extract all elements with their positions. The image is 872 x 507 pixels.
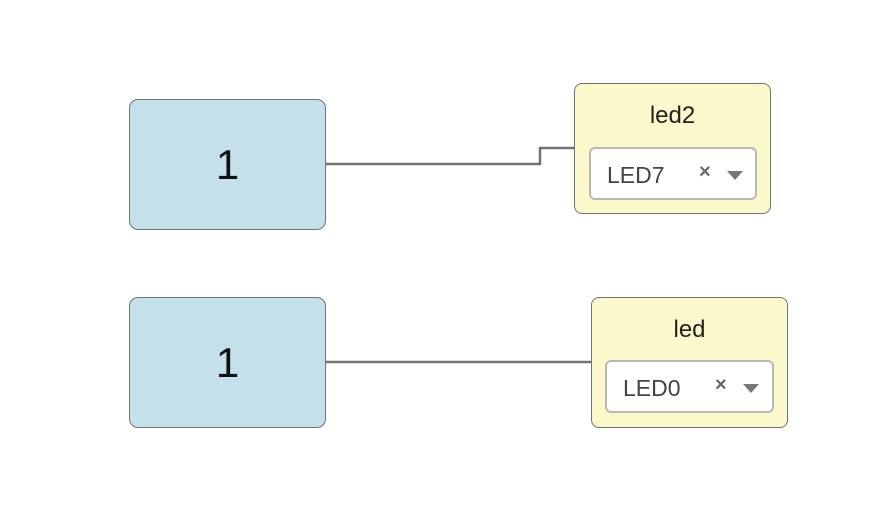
source-value-2: 1 (215, 338, 240, 386)
sink-block-led[interactable]: led LED0 × (591, 297, 788, 428)
led-select-value-2: LED0 (623, 375, 681, 401)
connection-wire-1 (325, 146, 575, 166)
sink-title-led: led (673, 316, 706, 343)
source-value-1: 1 (215, 140, 240, 188)
led-select-dropdown-2[interactable]: LED0 × (605, 360, 774, 413)
sink-title-led2: led2 (649, 102, 696, 129)
close-icon[interactable]: × (699, 161, 711, 183)
close-icon[interactable]: × (715, 374, 727, 396)
sink-block-led2[interactable]: led2 LED7 × (574, 83, 771, 214)
chevron-down-icon[interactable] (727, 171, 743, 180)
source-block-2[interactable]: 1 (129, 297, 326, 428)
led-select-value-1: LED7 (607, 162, 665, 188)
chevron-down-icon[interactable] (743, 384, 759, 393)
led-select-dropdown-1[interactable]: LED7 × (589, 147, 757, 200)
source-block-1[interactable]: 1 (129, 99, 326, 230)
